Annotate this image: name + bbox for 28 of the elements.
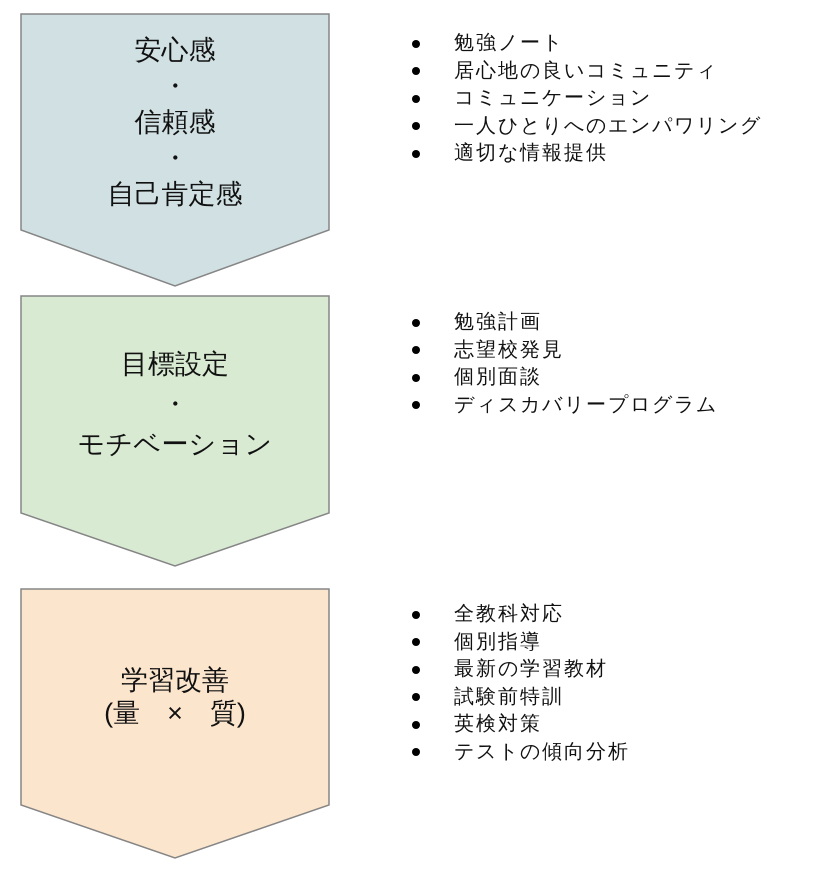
step-label: (量 × 質)	[104, 696, 246, 730]
list-item-text: 個別指導	[454, 630, 542, 655]
list-item-text: 志望校発見	[454, 338, 564, 363]
step-label: 安心感	[134, 34, 216, 66]
list-item-text: 個別面談	[454, 365, 542, 390]
list-item-text: 居心地の良いコミュニティ	[454, 58, 718, 84]
list-item-text: 適切な情報提供	[454, 141, 608, 166]
list-item-text: 試験前特訓	[454, 684, 564, 710]
list-item-text: 勉強計画	[454, 310, 542, 336]
step-label: ・	[162, 70, 188, 102]
list-item-text: テストの傾向分析	[454, 740, 630, 765]
list-item-text: 全教科対応	[454, 602, 564, 628]
list-item-text: 最新の学習教材	[454, 657, 608, 682]
list-item-text: ディスカバリープログラム	[454, 392, 718, 418]
step-label: 学習改善	[121, 664, 229, 696]
step-label: 自己肯定感	[108, 178, 242, 210]
list-item-text: 勉強ノート	[454, 31, 564, 56]
step-label: ・	[162, 142, 188, 174]
chevron-step-shape	[20, 13, 330, 287]
step-label: モチベーション	[78, 428, 272, 461]
step-label: 目標設定	[121, 348, 229, 381]
list-item-text: 一人ひとりへのエンパワリング	[454, 114, 762, 139]
chevron-step-shape	[20, 588, 330, 859]
list-item-text: 英検対策	[454, 712, 542, 738]
step-label: ・	[162, 388, 188, 421]
step-label: 信頼感	[134, 106, 216, 138]
chevron-step-shape	[20, 295, 330, 567]
list-item-text: コミュニケーション	[454, 86, 652, 112]
